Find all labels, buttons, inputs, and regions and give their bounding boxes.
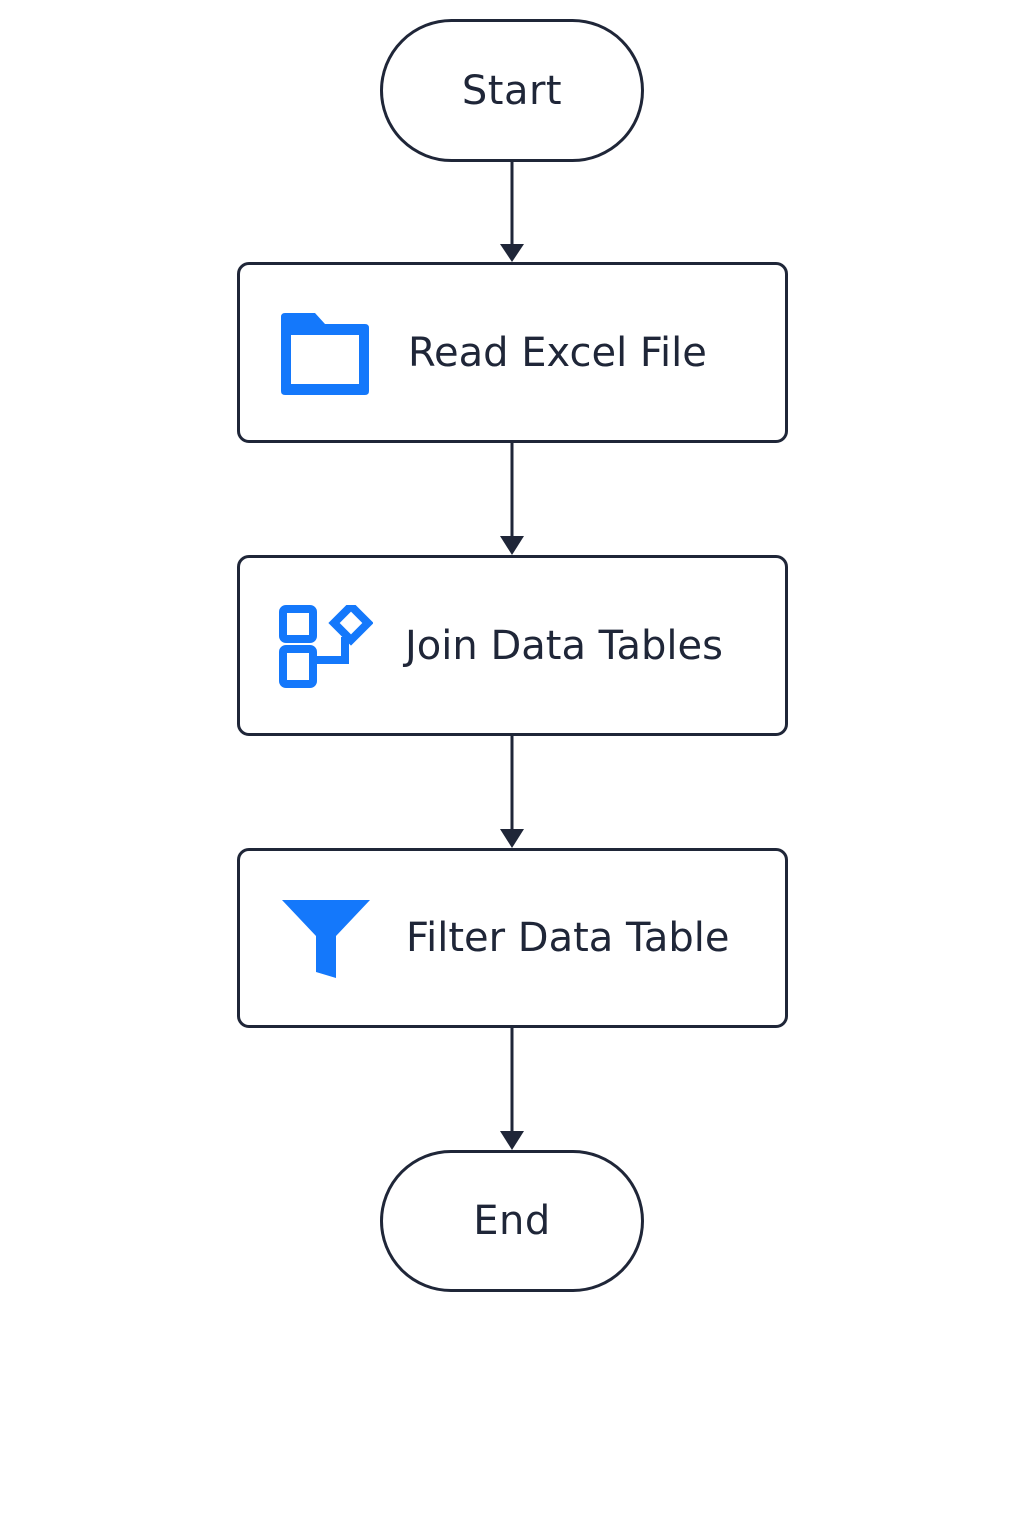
read-excel-file-label: Read Excel File (408, 329, 707, 376)
end-node[interactable]: End (380, 1150, 644, 1292)
start-node[interactable]: Start (380, 19, 644, 162)
folder-icon (281, 313, 369, 395)
read-excel-file-node[interactable]: Read Excel File (237, 262, 788, 443)
start-label: Start (461, 67, 563, 114)
join-data-tables-node[interactable]: Join Data Tables (237, 555, 788, 736)
arrowhead-icon (500, 1131, 524, 1150)
end-label: End (473, 1198, 551, 1244)
filter-data-table-label: Filter Data Table (406, 915, 730, 961)
join-data-tables-label: Join Data Tables (405, 622, 723, 669)
join-tables-icon (279, 605, 373, 688)
edge-read-to-join (500, 443, 524, 555)
filter-funnel-icon (282, 900, 370, 978)
edge-start-to-read (500, 161, 524, 262)
filter-data-table-node[interactable]: Filter Data Table (237, 848, 788, 1028)
arrowhead-icon (500, 244, 524, 262)
arrowhead-icon (500, 536, 524, 555)
arrowhead-icon (500, 829, 524, 848)
edge-filter-to-end (500, 1028, 524, 1150)
edge-join-to-filter (500, 736, 524, 848)
